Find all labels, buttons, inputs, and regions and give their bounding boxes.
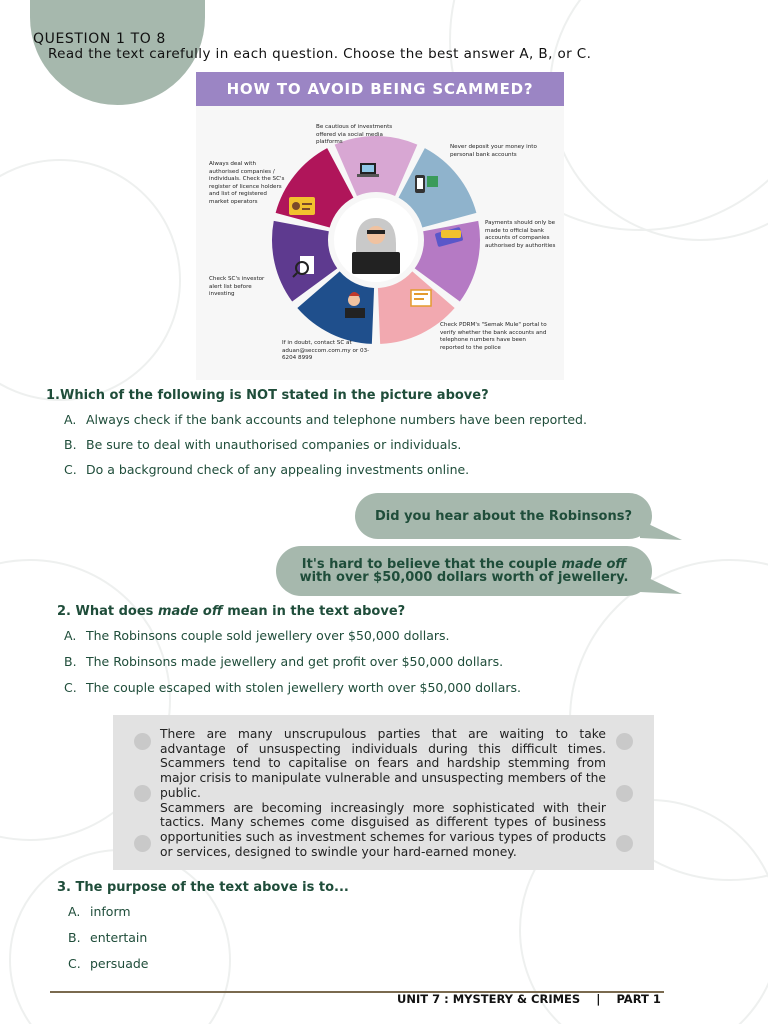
- phone-money-icon: [415, 175, 438, 193]
- option-text: Always check if the bank accounts and te…: [86, 412, 587, 427]
- reading-passage: There are many unscrupulous parties that…: [113, 715, 654, 870]
- option-text: entertain: [90, 930, 148, 945]
- bullet-dot: [616, 835, 633, 852]
- question-2: 2. What does made off mean in the text a…: [57, 604, 405, 619]
- wheel-segment: [398, 148, 477, 228]
- footer-separator: |: [596, 992, 601, 1006]
- option-text: The Robinsons made jewellery and get pro…: [86, 654, 504, 669]
- q2-option-a[interactable]: A. The Robinsons couple sold jewellery ov…: [64, 628, 450, 643]
- q3-option-a[interactable]: A. inform: [68, 904, 131, 919]
- footer-unit: UNIT 7 : MYSTERY & CRIMES: [397, 992, 581, 1006]
- caption-semak-mule: Check PDRM's "Semak Mule" portal to veri…: [440, 322, 547, 351]
- bullet-dot: [616, 733, 633, 750]
- scam-infographic: HOW TO AVOID BEING SCAMMED? Be cautious …: [196, 72, 564, 380]
- passage-paragraph-2: Scammers are becoming increasingly more …: [160, 800, 606, 859]
- option-text: The Robinsons couple sold jewellery over…: [86, 628, 450, 643]
- option-letter: C.: [64, 680, 77, 695]
- speech-bubble-2-tail: [640, 574, 682, 594]
- contact-agent-icon: [345, 292, 365, 318]
- speech-bubble-2: It's hard to believe that the couple mad…: [276, 546, 652, 596]
- speech-text-2-emphasis: made off: [561, 557, 627, 572]
- infographic-title: HOW TO AVOID BEING SCAMMED?: [196, 72, 564, 106]
- wheel-segment: [377, 271, 455, 344]
- laptop-icon: [357, 163, 379, 177]
- question-3: 3. The purpose of the text above is to..…: [57, 880, 349, 895]
- speech-bubble-1: Did you hear about the Robinsons?: [355, 493, 652, 539]
- q3-option-c[interactable]: C. persuade: [68, 956, 148, 971]
- q2-option-c[interactable]: C. The couple escaped with stolen jewelle…: [64, 680, 521, 695]
- option-letter: C.: [68, 956, 81, 971]
- option-letter: A.: [68, 904, 81, 919]
- footer-part: PART 1: [616, 992, 661, 1006]
- option-letter: B.: [64, 437, 77, 452]
- caption-contact-sc: If in doubt, contact SC at aduan@seccom.…: [282, 340, 370, 362]
- magnifier-document-icon: [292, 256, 314, 278]
- question-2-emphasis: made off: [157, 604, 223, 619]
- license-card-icon: [289, 197, 315, 215]
- speech-text-2-part: It's hard to believe that the couple: [301, 557, 562, 572]
- q1-option-b[interactable]: B. Be sure to deal with unauthorised comp…: [64, 437, 461, 452]
- caption-personal-accounts: Never deposit your money into personal b…: [450, 144, 537, 158]
- speech-text-2: It's hard to believe that the couple mad…: [300, 558, 629, 584]
- speech-text-1: Did you hear about the Robinsons?: [374, 508, 633, 524]
- question-1-number: 1.: [46, 388, 60, 403]
- section-instruction: Read the text carefully in each question…: [48, 46, 592, 62]
- option-text: Do a background check of any appealing i…: [86, 462, 470, 477]
- option-text: persuade: [90, 956, 149, 971]
- question-3-number: 3.: [57, 880, 71, 895]
- wheel-segment: [414, 220, 481, 302]
- option-letter: C.: [64, 462, 77, 477]
- option-letter: B.: [64, 654, 77, 669]
- option-letter: B.: [68, 930, 81, 945]
- wheel-segment: [297, 271, 375, 344]
- section-title: QUESTION 1 TO 8: [33, 31, 166, 47]
- bullet-dot: [134, 785, 151, 802]
- q1-option-a[interactable]: A. Always check if the bank accounts and …: [64, 412, 587, 427]
- caption-alert-list: Check SC's investor alert list before in…: [209, 276, 265, 298]
- q2-option-b[interactable]: B. The Robinsons made jewellery and get p…: [64, 654, 503, 669]
- passage-text: There are many unscrupulous parties that…: [160, 727, 606, 859]
- page-footer: UNIT 7 : MYSTERY & CRIMES | PART 1: [397, 992, 661, 1006]
- option-letter: A.: [64, 628, 77, 643]
- caption-official-payments: Payments should only be made to official…: [485, 220, 556, 249]
- option-text: Be sure to deal with unauthorised compan…: [86, 437, 462, 452]
- q3-option-b[interactable]: B. entertain: [68, 930, 147, 945]
- caption-social-media: Be cautious of investments offered via s…: [316, 124, 393, 146]
- option-text: inform: [90, 904, 131, 919]
- bullet-dot: [134, 733, 151, 750]
- question-1-text: Which of the following is NOT stated in …: [59, 388, 489, 403]
- question-2-text: What does: [75, 604, 158, 619]
- option-letter: A.: [64, 412, 77, 427]
- question-1: 1.Which of the following is NOT stated i…: [46, 388, 489, 403]
- speech-bubble-1-tail: [640, 520, 682, 540]
- bullet-dot: [134, 835, 151, 852]
- footer-divider: [50, 991, 664, 993]
- infographic-wheel: [272, 136, 481, 344]
- card-payment-icon: [435, 227, 463, 247]
- question-3-text: The purpose of the text above is to...: [75, 880, 349, 895]
- caption-authorised-companies: Always deal with authorised companies / …: [209, 161, 285, 205]
- question-2-text: mean in the text above?: [222, 604, 406, 619]
- passage-paragraph-1: There are many unscrupulous parties that…: [160, 727, 606, 800]
- option-text: The couple escaped with stolen jewellery…: [86, 680, 521, 695]
- speech-text-2-part: with over $50,000 dollars worth of jewel…: [299, 570, 629, 585]
- web-portal-icon: [410, 289, 432, 307]
- bullet-dot: [616, 785, 633, 802]
- question-2-number: 2.: [57, 604, 71, 619]
- q1-option-c[interactable]: C. Do a background check of any appealing…: [64, 462, 469, 477]
- hacker-icon: [334, 198, 418, 282]
